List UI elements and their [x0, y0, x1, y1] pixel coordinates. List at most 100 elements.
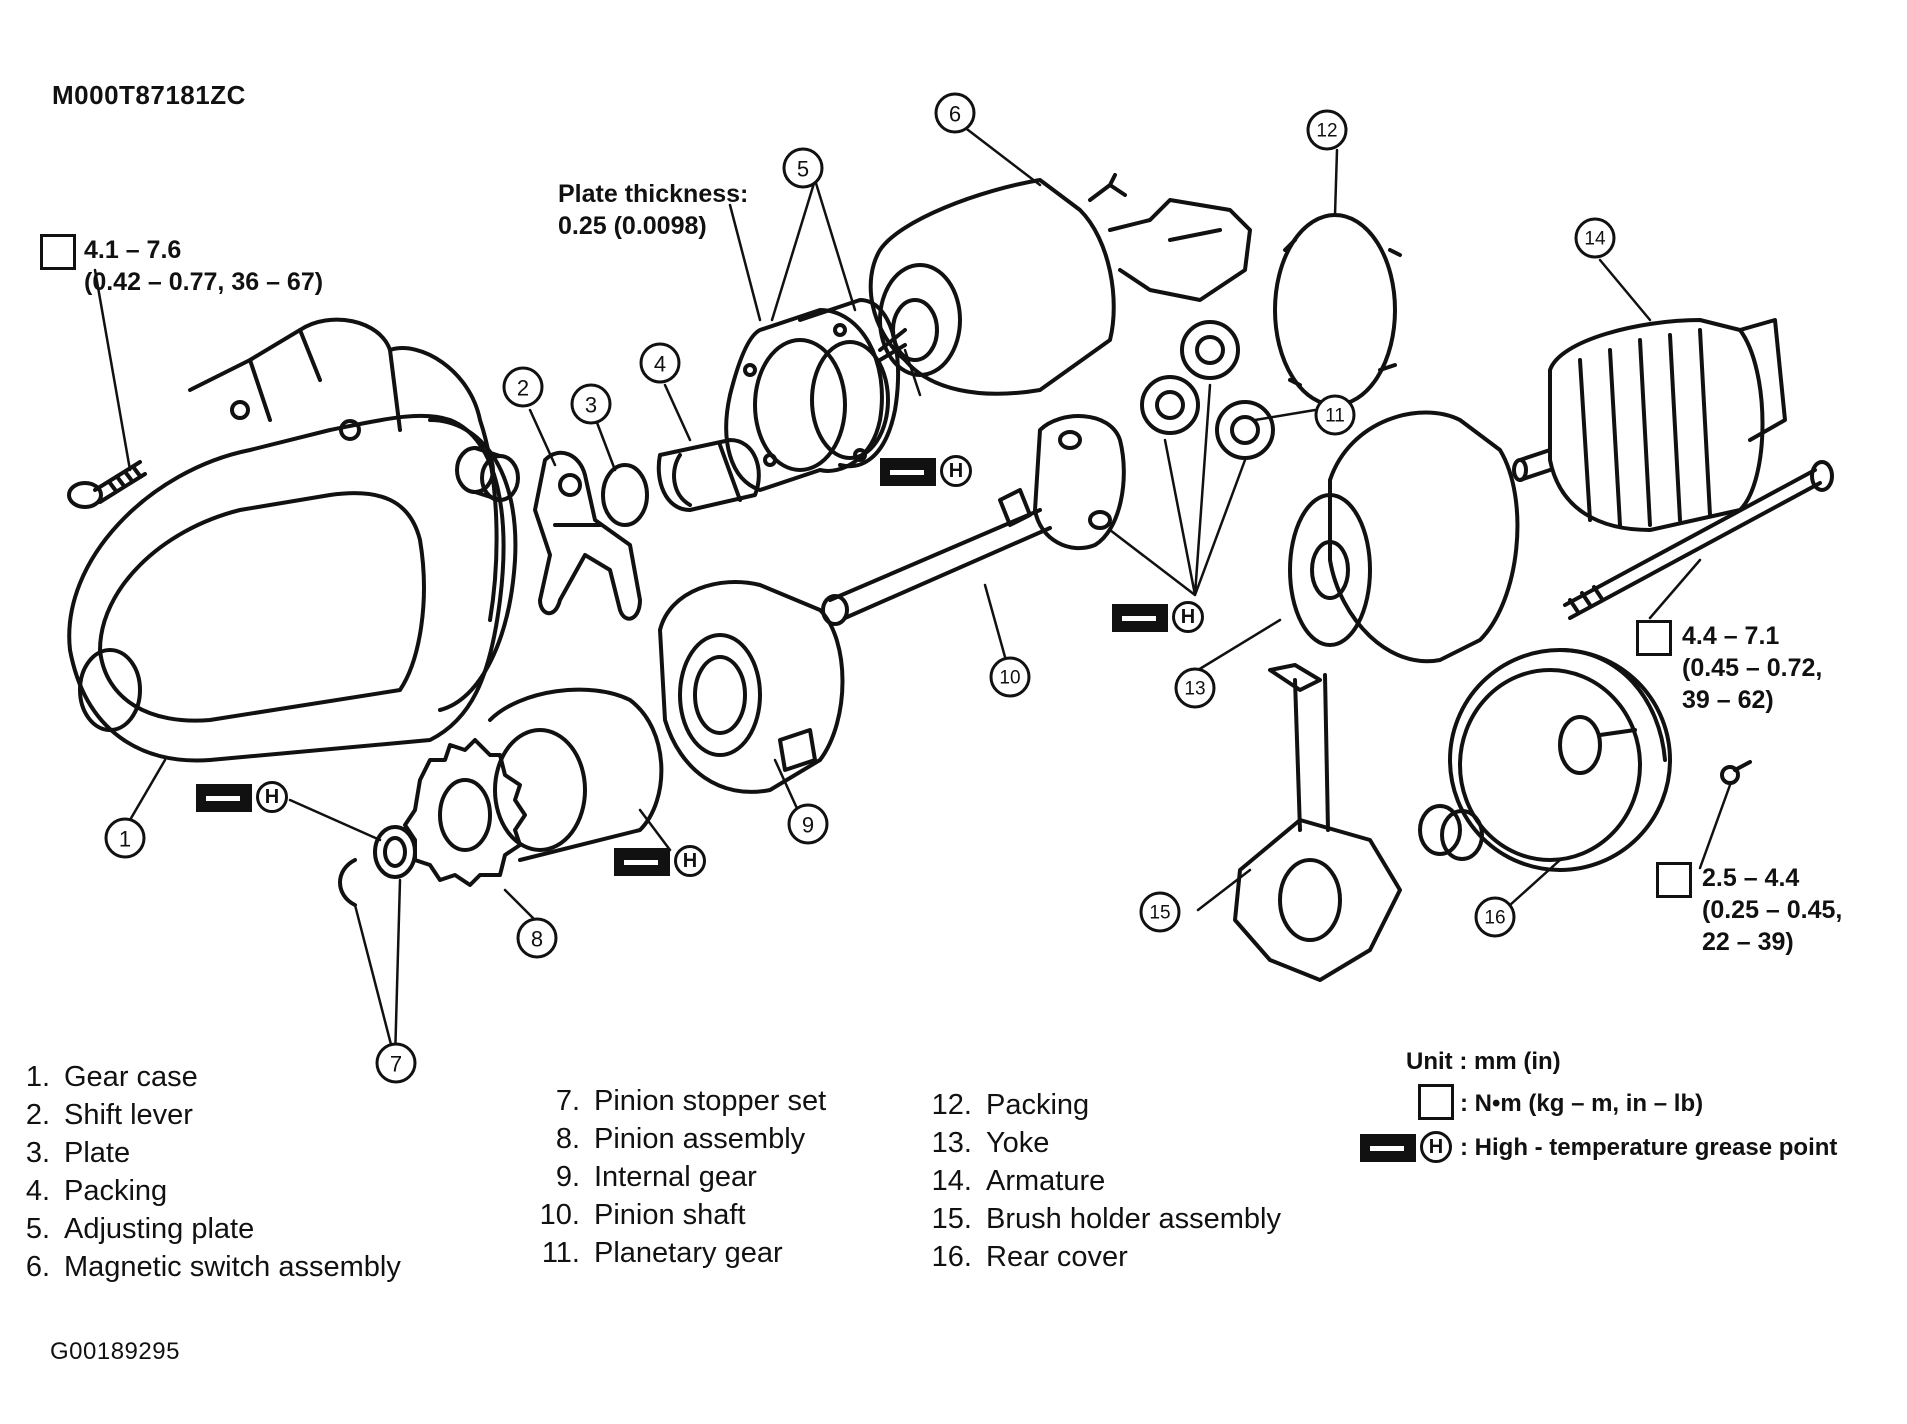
legend-label: Shift lever: [64, 1099, 193, 1131]
legend-label: Armature: [986, 1165, 1106, 1197]
callout-12: 12: [1316, 121, 1337, 142]
plate-drawing: [601, 463, 649, 527]
legend-item: 16.Rear cover: [922, 1238, 1281, 1276]
torque-spec-line: 4.4 – 7.1: [1682, 622, 1780, 650]
legend-item: 2. Shift lever: [0, 1096, 401, 1134]
legend-number: 11.: [541, 1237, 580, 1269]
legend-label: Magnetic switch assembly: [64, 1251, 401, 1283]
brush-holder-drawing: [1233, 663, 1402, 982]
gear-case-bolt-drawing: [67, 460, 147, 509]
callout-16: 16: [1484, 908, 1505, 929]
legend-item: 8. Pinion assembly: [530, 1120, 826, 1158]
rear-cover-drawing: [1418, 648, 1752, 872]
callout-9: 9: [802, 813, 814, 838]
torque-unit-line: : N•m (kg – m, in – lb): [1460, 1090, 1704, 1117]
callout-13: 13: [1184, 679, 1205, 700]
grease-unit-line: : High - temperature grease point: [1460, 1134, 1838, 1161]
legend-number: 2.: [25, 1099, 50, 1131]
legend-item: 4. Packing: [0, 1172, 401, 1210]
pinion-assembly-drawing: [403, 687, 664, 887]
torque-spec-line: (0.42 – 0.77, 36 – 67): [84, 268, 324, 296]
legend-number: 9.: [555, 1161, 580, 1193]
torque-spec-gear-case-bolt: 4.1 – 7.6 (0.42 – 0.77, 36 – 67): [84, 234, 323, 298]
grease-icon: [1112, 604, 1168, 632]
packing-4-drawing: [656, 438, 761, 512]
legend-number: 10.: [539, 1199, 580, 1231]
legend-label: Rear cover: [986, 1241, 1128, 1273]
callout-15: 15: [1149, 903, 1170, 924]
legend-label: Packing: [64, 1175, 168, 1207]
legend-item: 1. Gear case: [0, 1058, 401, 1096]
yoke-drawing: [1288, 410, 1520, 664]
pinion-shaft-drawing: [821, 414, 1126, 626]
plate-thickness-value: 0.25 (0.0098): [558, 212, 707, 240]
legend-column-3: 12.Packing 13.Yoke 14.Armature 15.Brush …: [922, 1086, 1281, 1276]
packing-12-drawing: [1273, 213, 1402, 407]
magnetic-switch-drawing: [868, 173, 1252, 396]
legend-number: 12.: [931, 1089, 972, 1121]
plate-thickness-note: Plate thickness: 0.25 (0.0098): [558, 178, 748, 242]
callout-14: 14: [1584, 229, 1606, 250]
legend-item: 14.Armature: [922, 1162, 1281, 1200]
footer-code: G00189295: [50, 1338, 180, 1365]
torque-wrench-icon: [1656, 862, 1692, 898]
legend-number: 5.: [25, 1213, 50, 1245]
legend-number: 8.: [555, 1123, 580, 1155]
legend-label: Yoke: [986, 1127, 1050, 1159]
callout-5: 5: [797, 157, 809, 182]
legend-item: 5.Adjusting plate: [0, 1210, 401, 1248]
unit-line: Unit : mm (in): [1406, 1048, 1561, 1075]
legend-number: 6.: [25, 1251, 50, 1283]
callout-8: 8: [531, 927, 543, 952]
legend-column-2: 7.Pinion stopper set 8. Pinion assembly 9…: [530, 1082, 826, 1272]
legend-number: 3.: [25, 1137, 50, 1169]
adjusting-plate-drawing: [724, 298, 900, 492]
torque-spec-line: 22 – 39): [1702, 928, 1794, 956]
callout-4: 4: [654, 352, 666, 377]
legend-number: 4.: [25, 1175, 50, 1207]
callout-7: 7: [390, 1052, 402, 1077]
gear-case-drawing: [67, 317, 518, 763]
legend-item: 7.Pinion stopper set: [530, 1082, 826, 1120]
legend-label: Plate: [64, 1137, 131, 1169]
legend-number: 15.: [931, 1203, 972, 1235]
legend-column-1: 1. Gear case 2. Shift lever 3. Plate 4. Pack…: [0, 1058, 401, 1286]
torque-spec-line: 4.1 – 7.6: [84, 236, 182, 264]
torque-wrench-icon: [1418, 1084, 1454, 1120]
legend-item: 6. Magnetic switch assembly: [0, 1248, 401, 1286]
armature-drawing: [1512, 318, 1787, 532]
legend-item: 13.Yoke: [922, 1124, 1281, 1162]
legend-item: 10. Pinion shaft: [530, 1196, 826, 1234]
torque-spec-line: 39 – 62): [1682, 686, 1774, 714]
legend-label: Pinion assembly: [594, 1123, 806, 1155]
grease-point-marker: H: [940, 455, 972, 487]
planetary-gear-drawing: [1140, 320, 1275, 460]
gear-case-bushing-drawing: [455, 446, 520, 502]
callout-6: 6: [949, 102, 961, 127]
grease-point-marker: H: [1172, 601, 1204, 633]
callout-10: 10: [999, 668, 1020, 689]
grease-icon: [1360, 1134, 1416, 1162]
grease-point-marker: H: [674, 845, 706, 877]
legend-label: Pinion shaft: [594, 1199, 746, 1231]
grease-point-marker: H: [1420, 1131, 1452, 1163]
torque-wrench-icon: [40, 234, 76, 270]
leader-lines: [93, 118, 1732, 1062]
legend-item: 12. Packing: [922, 1086, 1281, 1124]
legend-label: Gear case: [64, 1061, 198, 1093]
legend-number: 1.: [25, 1061, 50, 1093]
internal-gear-drawing: [658, 580, 845, 794]
torque-spec-line: (0.25 – 0.45,: [1702, 896, 1843, 924]
grease-icon: [880, 458, 936, 486]
torque-spec-through-bolt: 4.4 – 7.1 (0.45 – 0.72, 39 – 62): [1682, 620, 1822, 716]
legend-label: Internal gear: [594, 1161, 757, 1193]
grease-icon: [614, 848, 670, 876]
callout-3: 3: [585, 393, 597, 418]
through-bolt-drawing: [1563, 460, 1834, 620]
legend-label: Packing: [986, 1089, 1090, 1121]
callout-1: 1: [119, 827, 131, 852]
header-code: M000T87181ZC: [52, 80, 246, 110]
legend-label: Pinion stopper set: [594, 1085, 827, 1117]
legend-item: 3. Plate: [0, 1134, 401, 1172]
